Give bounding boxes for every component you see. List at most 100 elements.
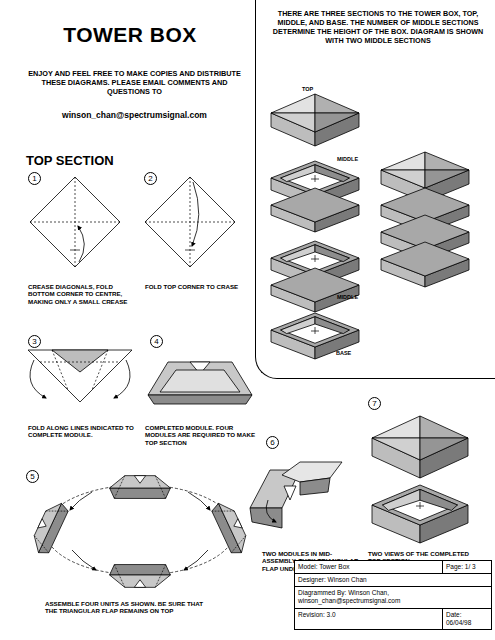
fold-face [281,165,350,192]
fold-face [315,113,359,132]
fold-face [160,370,240,392]
fold-face [383,489,420,510]
step-4-figure [148,362,252,404]
title-block-cell: Page: 1/ 3 [443,561,492,574]
step-number: 4 [150,335,163,348]
instruction-text: ASSEMBLE FOUR UNITS AS SHOWN. BE SURE TH… [45,600,215,615]
title-block-cell: Designer: Winson Chan [295,574,492,587]
fold-face [284,486,296,500]
fold-face [372,485,468,525]
step-6-figure [250,462,342,528]
fold-face [420,438,468,460]
title-block-cell: Revision: 3.0 [295,609,443,630]
fold-line [52,350,68,390]
fold-face [110,476,171,488]
fold-face [271,313,359,347]
step-3-figure [28,350,132,402]
fold-line [30,536,52,553]
fold-face [134,476,145,484]
part-label: BASE [336,350,376,357]
panel-text: THERE ARE THREE SECTIONS TO THE TOWER BO… [270,9,486,45]
fold-face [28,499,61,553]
title-block-cell: Diagrammed By: Winson Chan, winson_chan@… [295,587,492,608]
fold-line [114,565,124,588]
box-view [381,242,469,287]
module [110,476,171,499]
fold-line [315,255,316,262]
fold-face [383,489,458,520]
fold-face [110,575,171,587]
fold-face [372,416,420,438]
step-1-figure [30,177,120,267]
instruction-text: winson_chan@spectrumsignal.com [22,110,247,120]
fold-line [114,476,124,499]
step-2-figure [145,177,235,267]
step-number: 2 [144,172,157,185]
fold-face [381,170,425,188]
fold-line [315,175,316,182]
box-view [372,485,468,543]
fold-arrow [188,492,210,510]
title-block-cell: Model: Tower Box [295,561,443,574]
fold-face [420,416,468,438]
fold-face [148,395,252,404]
part-label: MIDDLE [337,294,377,301]
fold-face [425,152,469,170]
fold-line [155,476,165,499]
fold-face [381,242,469,276]
instruction-text: FOLD TOP CORNER TO CRASE [145,283,250,290]
instruction-text: FOLD ALONG LINES INDICATED TO COMPLETE M… [28,424,140,439]
fold-line [40,362,120,363]
part-label: TOP [302,86,332,93]
fold-face [145,177,235,267]
fold-face [315,113,359,146]
box-view [271,188,359,232]
title-block-cell: Date: 06/04/98 [443,609,492,630]
box-view [372,416,468,478]
fold-face [271,113,315,146]
fold-face [420,438,468,478]
fold-line [70,250,80,251]
fold-face [271,113,315,132]
fold-face [315,94,359,113]
fold-arrow [78,226,84,262]
fold-line [92,350,108,390]
fold-face [281,245,350,272]
fold-arrow [30,360,46,398]
fold-arrow [192,182,199,246]
instruction-text: COMPLETED MODULE. FOUR MODULES ARE REQUI… [145,424,255,446]
fold-line [315,327,316,334]
fold-face [315,317,349,334]
page-title: TOWER BOX [40,22,220,47]
fold-face [281,317,350,344]
fold-arrow [70,492,92,510]
fold-line [155,565,165,588]
fold-face [315,245,349,262]
step-number: 6 [266,436,279,449]
fold-face [282,462,342,482]
fold-line [185,250,195,251]
fold-face [420,489,457,510]
fold-arrow [184,550,208,570]
step-number: 3 [28,335,41,348]
step-5-figure [45,485,235,575]
fold-line [190,177,191,267]
fold-face [30,177,120,267]
instruction-text: CREASE DIAGONALS, FOLD BOTTOM CORNER TO … [28,283,140,305]
info-panel: THERE ARE THREE SECTIONS TO THE TOWER BO… [255,0,495,379]
fold-face [38,519,48,531]
assembly-path [45,485,235,575]
fold-face [300,478,330,495]
fold-line [420,502,421,509]
fold-face [52,350,108,372]
step-number: 5 [26,470,39,483]
fold-face [28,350,132,402]
fold-line [212,503,234,520]
fold-face [425,170,469,188]
module [210,499,251,557]
fold-face [250,508,282,528]
fold-arrow [266,500,276,522]
fold-face [281,245,315,262]
fold-face [381,152,425,170]
